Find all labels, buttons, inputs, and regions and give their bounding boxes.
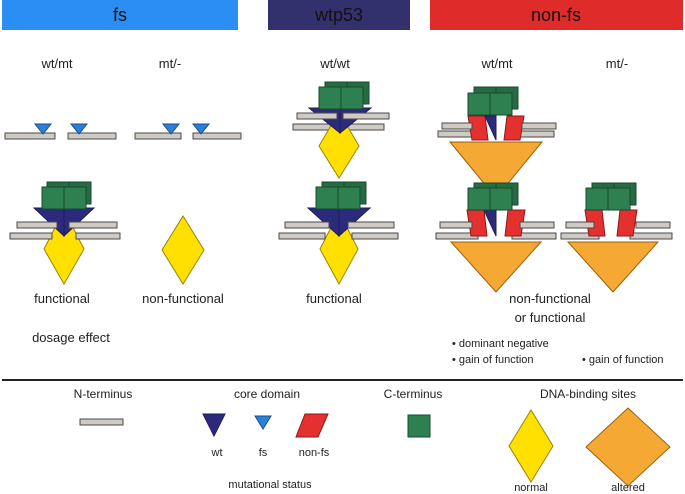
note-dominant-negative: • dominant negative xyxy=(452,338,549,350)
outcome-nonfs-line2: or functional xyxy=(515,310,586,325)
outcome-fs-mt: non-functional xyxy=(142,291,224,306)
legend-n-terminus-swatch xyxy=(79,418,124,426)
fs-mt-dna-binding xyxy=(161,215,205,285)
legend-wt-label: wt xyxy=(211,447,223,459)
nonfs-wtmt-tetramer-top xyxy=(437,86,557,199)
legend-core-domain-label: core domain xyxy=(234,387,300,401)
header-wtp53-label: wtp53 xyxy=(314,5,363,25)
legend-normal-label: normal xyxy=(514,482,548,494)
fs-wtmt-monomers xyxy=(4,123,117,140)
legend-fs-core-swatch xyxy=(254,415,272,430)
header-nonfs-label: non-fs xyxy=(531,5,581,25)
legend-normal-swatch xyxy=(508,409,554,483)
header-fs-bar xyxy=(2,0,238,30)
note-gain-of-function-1: • gain of function xyxy=(452,354,534,366)
genotype-wt-wtwt: wt/wt xyxy=(319,56,350,71)
legend-dna-binding-label: DNA-binding sites xyxy=(540,387,636,401)
outcome-fs-wtmt: functional xyxy=(34,291,90,306)
header-fs-label: fs xyxy=(113,5,127,25)
nonfs-mt-tetramer xyxy=(560,182,673,293)
outcome-wt: functional xyxy=(306,291,362,306)
wt-tetramer-top xyxy=(292,81,390,179)
genotype-nonfs-mt: mt/- xyxy=(606,56,628,71)
outcome-nonfs-line1: non-functional xyxy=(509,291,591,306)
legend-wt-core-swatch xyxy=(202,413,226,438)
note-gain-of-function-2: • gain of function xyxy=(582,354,664,366)
nonfs-wtmt-tetramer-bottom xyxy=(435,182,557,293)
outcome-dosage-effect: dosage effect xyxy=(32,330,110,345)
legend-nonfs-core-swatch xyxy=(295,413,329,438)
genotype-nonfs-wtmt: wt/mt xyxy=(480,56,512,71)
fs-wtmt-tetramer xyxy=(9,181,121,286)
legend-n-terminus-label: N-terminus xyxy=(74,387,133,401)
header-nonfs-bar xyxy=(430,0,683,30)
genotype-fs-mt: mt/- xyxy=(159,56,181,71)
legend-mutational-status-label: mutational status xyxy=(228,479,312,491)
legend-c-terminus-swatch xyxy=(407,414,431,438)
legend-nonfs-label: non-fs xyxy=(299,447,330,459)
header-wtp53-bar xyxy=(268,0,410,30)
legend-c-terminus-label: C-terminus xyxy=(384,387,443,401)
legend-altered-label: altered xyxy=(611,482,645,494)
legend-fs-label: fs xyxy=(259,447,268,459)
legend-altered-swatch xyxy=(585,407,671,487)
fs-mt-monomers xyxy=(134,123,242,140)
genotype-fs-wtmt: wt/mt xyxy=(40,56,72,71)
wt-tetramer-bottom xyxy=(278,181,399,286)
